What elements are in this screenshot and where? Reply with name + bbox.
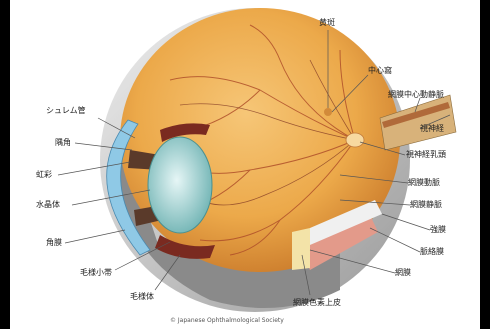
label-iris: 虹彩 [36,170,52,180]
copyright-notice: © Japanese Ophthalmological Society [170,317,284,324]
label-cornea: 角膜 [46,238,62,248]
leader-lines [10,0,480,329]
label-retinal-artery: 網膜動脈 [408,178,440,188]
label-central-vessels: 網膜中心動静脈 [388,90,444,100]
label-rpe: 網膜色素上皮 [293,298,341,308]
label-fovea: 中心窩 [368,66,392,76]
label-optic-disc: 視神経乳頭 [406,150,446,160]
label-zonule: 毛様小帯 [80,268,112,278]
label-schlemm-canal: シュレム管 [46,106,86,116]
label-sclera: 強膜 [430,225,446,235]
label-macula: 黄斑 [319,18,335,28]
label-angle: 隅角 [55,138,71,148]
label-retinal-vein: 網膜静脈 [410,200,442,210]
label-retina: 網膜 [395,268,411,278]
illustration-panel: 黄斑 中心窩 網膜中心動静脈 視神経 視神経乳頭 網膜動脈 網膜静脈 強膜 脈絡… [10,0,480,329]
label-ciliary-body: 毛様体 [130,292,154,302]
label-choroid: 脈絡膜 [420,247,444,257]
label-optic-nerve: 視神経 [420,124,444,134]
label-lens: 水晶体 [36,200,60,210]
